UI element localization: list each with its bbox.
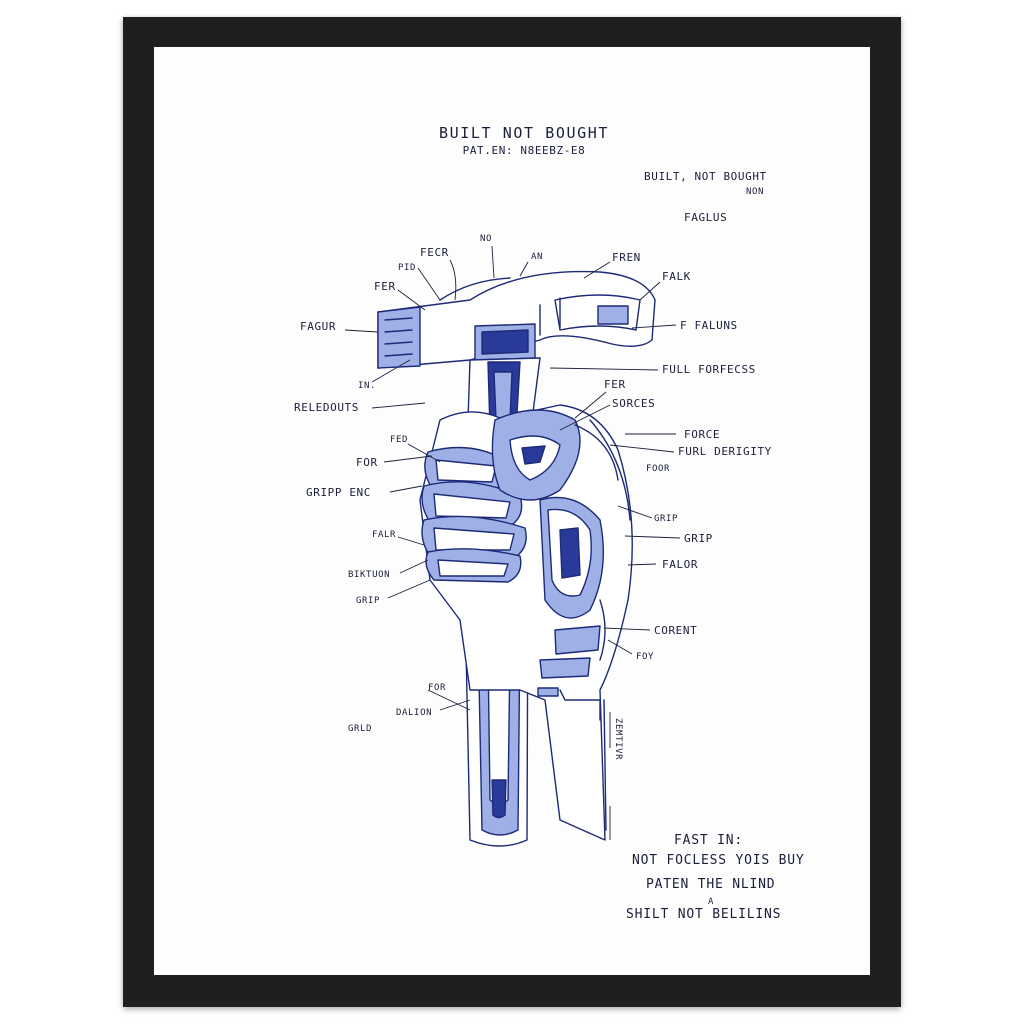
gripping-hand: [419, 404, 633, 841]
label-in: IN.: [358, 381, 376, 391]
label-force: FORCE: [684, 428, 720, 441]
top-right-line-3: FAGLUS: [684, 211, 727, 224]
label-fagur: FAGUR: [300, 320, 336, 333]
label-dalion: DALION: [396, 708, 432, 718]
label-foor: FOOR: [646, 464, 670, 474]
bottom-note-line-4: A: [708, 897, 714, 907]
label-falr: FALR: [372, 530, 396, 540]
label-falk: FALK: [662, 270, 691, 283]
label-for-low: FOR: [428, 683, 446, 693]
label-grld: GRLD: [348, 724, 372, 734]
label-zemtivr: ZEMTIVR: [613, 718, 623, 760]
label-fren: FREN: [612, 251, 641, 264]
label-no: NO: [480, 234, 492, 244]
label-grip-left: GRIP: [356, 596, 380, 606]
top-right-line-1: BUILT, NOT BOUGHT: [644, 170, 767, 183]
label-f-faluns: F FALUNS: [680, 319, 738, 332]
label-fecr: FECR: [420, 246, 449, 259]
label-pid: PID: [398, 263, 416, 273]
label-relebouts: RELEDOUTS: [294, 401, 359, 414]
label-fed: FED: [390, 435, 408, 445]
label-sorces: SORCES: [612, 397, 655, 410]
label-grip-right: GRIP: [684, 532, 713, 545]
label-foy: FOY: [636, 652, 654, 662]
bottom-note-line-1: FAST IN:: [674, 833, 743, 848]
label-fer-mid: FER: [604, 378, 626, 391]
label-biktuon: BIKTUON: [348, 570, 390, 580]
page-subtitle: PAT.EN: N8EEBZ-E8: [463, 144, 586, 157]
label-gripp-enc: GRIPP ENC: [306, 486, 371, 499]
bottom-note-line-2: NOT FOCLESS YOIS BUY: [632, 853, 805, 868]
bottom-note-line-3: PATEN THE NLIND: [646, 877, 775, 892]
page-title: BUILT NOT BOUGHT: [439, 124, 609, 142]
label-grip-small: GRIP: [654, 514, 678, 524]
label-full-forfecss: FULL FORFECSS: [662, 363, 756, 376]
top-right-line-2: NON: [746, 187, 764, 197]
label-for-left: FOR: [356, 456, 378, 469]
label-falor: FALOR: [662, 558, 698, 571]
label-furl-derigity: FURL DERIGITY: [678, 445, 772, 458]
label-corent: CORENT: [654, 624, 697, 637]
label-an: AN: [531, 252, 543, 262]
hammer-head: [377, 270, 656, 369]
label-fer-top: FER: [374, 280, 396, 293]
leader-lines: [344, 245, 681, 840]
bottom-note-line-5: SHILT NOT BELILINS: [626, 907, 781, 922]
